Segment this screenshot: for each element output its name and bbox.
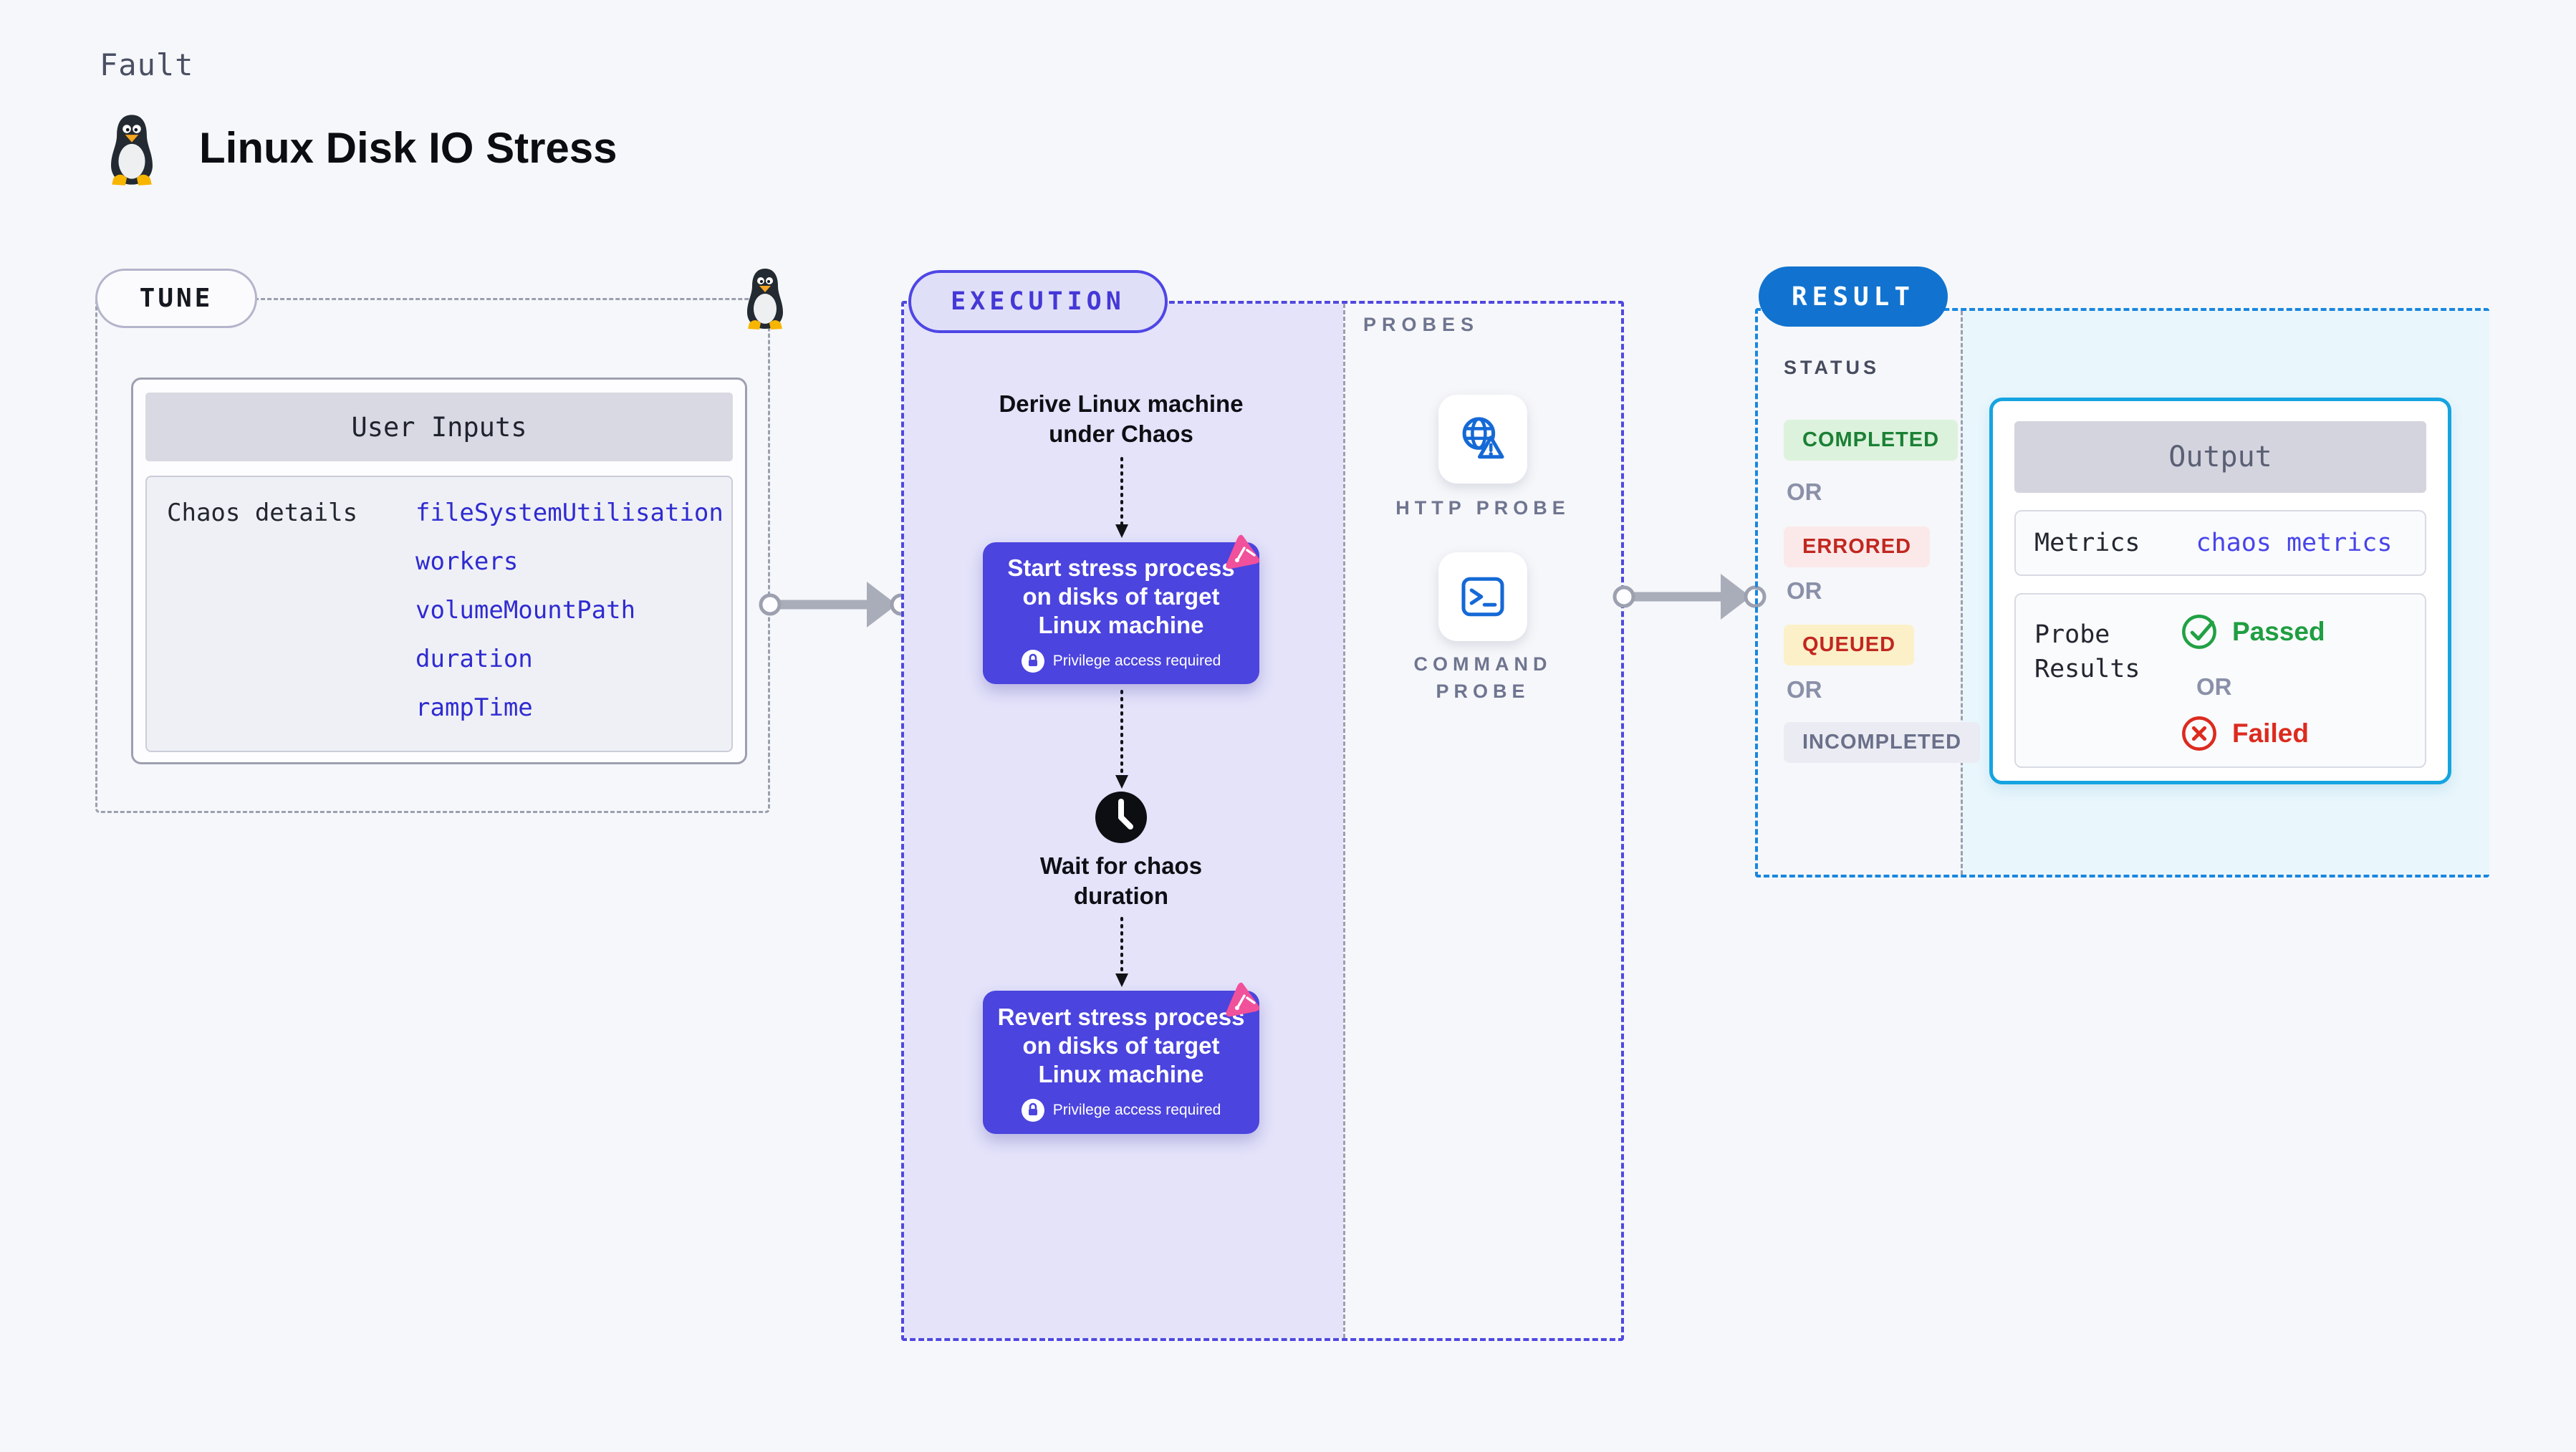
status-output-divider xyxy=(1961,311,1963,875)
status-label: STATUS xyxy=(1784,357,1880,378)
http-probe-label: HTTP PROBE xyxy=(1395,497,1570,519)
param-duration: duration xyxy=(415,645,533,673)
execution-section-box xyxy=(901,301,1624,1341)
or-separator: OR xyxy=(1787,479,1822,505)
status-badge-errored: ERRORED xyxy=(1784,527,1931,567)
param-ramptime: rampTime xyxy=(415,693,533,722)
dotted-arrow-3 xyxy=(1115,917,1128,987)
privilege-text: Privilege access required xyxy=(1052,1102,1221,1118)
status-badge-completed: COMPLETED xyxy=(1784,420,1959,461)
derive-step-text: Derive Linux machine under Chaos xyxy=(999,390,1244,447)
tune-to-execution-arrow xyxy=(759,582,913,628)
probe-results-label: Probe Results xyxy=(2034,620,2140,683)
linux-tux-corner-icon xyxy=(747,269,783,330)
start-stress-node[interactable]: Start stress process on disks of target … xyxy=(983,542,1259,684)
output-title: Output xyxy=(2014,421,2426,493)
metrics-row: Metrics chaos metrics xyxy=(2014,510,2426,576)
status-badge-queued: QUEUED xyxy=(1784,625,1915,665)
lock-icon xyxy=(1021,650,1044,673)
revert-stress-node[interactable]: Revert stress process on disks of target… xyxy=(983,991,1259,1134)
metrics-label: Metrics xyxy=(2034,529,2140,557)
status-badge-incompleted: INCOMPLETED xyxy=(1784,722,1981,763)
or-separator: OR xyxy=(2196,673,2232,700)
param-volumemountpath: volumeMountPath xyxy=(415,596,636,625)
start-stress-text: Start stress process on disks of target … xyxy=(1007,554,1235,638)
privilege-row: Privilege access required xyxy=(1021,650,1221,673)
globe-alert-icon xyxy=(1462,417,1504,459)
probe-result-passed: Passed xyxy=(2181,613,2325,650)
chaos-details-label: Chaos details xyxy=(167,499,358,527)
or-separator: OR xyxy=(1787,676,1822,703)
page-title: Linux Disk IO Stress xyxy=(199,124,617,172)
wait-step-text: Wait for chaos duration xyxy=(1039,852,1203,909)
linux-tux-icon xyxy=(111,115,153,186)
param-filesystemutilisation: fileSystemUtilisation xyxy=(415,499,724,527)
execution-to-result-arrow xyxy=(1613,574,1767,620)
failed-text: Failed xyxy=(2232,718,2309,748)
probes-label: PROBES xyxy=(1363,314,1480,335)
result-label: RESULT xyxy=(1759,266,1948,327)
lock-icon xyxy=(1021,1099,1044,1122)
chaos-badge-icon xyxy=(1226,982,1260,1017)
passed-text: Passed xyxy=(2232,617,2325,646)
privilege-row: Privilege access required xyxy=(1021,1099,1221,1122)
user-inputs-title: User Inputs xyxy=(145,393,733,461)
command-probe-label: COMMAND PROBE xyxy=(1413,653,1552,702)
terminal-icon xyxy=(1461,577,1504,617)
command-probe-card[interactable] xyxy=(1438,552,1527,641)
output-card: Output Metrics chaos metrics Probe Resul… xyxy=(1989,398,2451,784)
execution-label: EXECUTION xyxy=(908,270,1168,333)
revert-stress-text: Revert stress process on disks of target… xyxy=(997,1004,1245,1087)
check-circle-icon xyxy=(2182,615,2216,649)
x-circle-icon xyxy=(2182,716,2216,751)
tune-label: TUNE xyxy=(95,269,257,328)
dotted-arrow-1 xyxy=(1115,457,1128,538)
probe-result-failed: Failed xyxy=(2181,715,2309,752)
privilege-text: Privilege access required xyxy=(1052,653,1221,669)
chaos-details-panel: Chaos details fileSystemUtilisation work… xyxy=(145,476,733,752)
probe-results-row: Probe Results Passed OR Failed xyxy=(2014,593,2426,768)
metrics-value: chaos metrics xyxy=(2196,529,2393,557)
http-probe-card[interactable] xyxy=(1438,395,1527,484)
param-workers: workers xyxy=(415,547,519,576)
dotted-arrow-2 xyxy=(1115,690,1128,789)
chaos-badge-icon xyxy=(1226,534,1260,569)
execution-probes-divider xyxy=(1343,304,1345,1338)
or-separator: OR xyxy=(1787,577,1822,604)
user-inputs-card: User Inputs Chaos details fileSystemUtil… xyxy=(131,378,747,764)
tune-section-box xyxy=(95,298,770,813)
clock-icon xyxy=(1095,792,1147,843)
fault-kicker: Fault xyxy=(100,47,194,82)
